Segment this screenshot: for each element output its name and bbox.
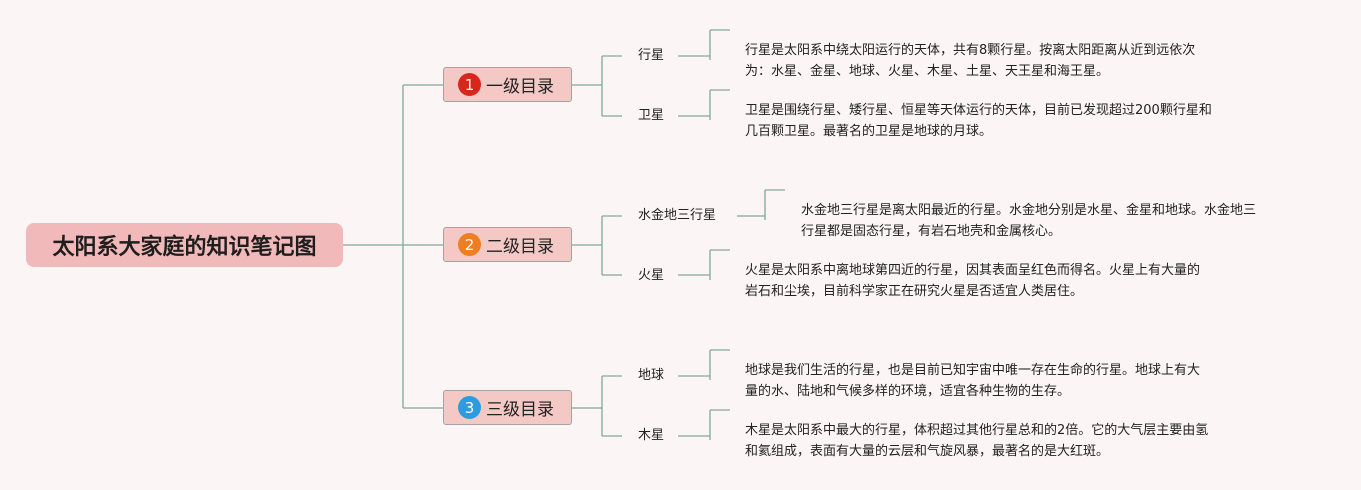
number-2-badge-icon: 2 xyxy=(458,233,481,256)
connector-topic-muxing xyxy=(678,409,730,440)
root-title: 太阳系大家庭的知识笔记图 xyxy=(52,235,317,260)
connector-topic-huoxing xyxy=(678,249,730,280)
root-node[interactable]: 太阳系大家庭的知识笔记图 xyxy=(26,223,343,267)
connector-level-2-topics xyxy=(572,215,622,276)
note-muxing[interactable]: 木星是太阳系中最大的行星，体积超过其他行星总和的2倍。它的大气层主要由氢 和氦组… xyxy=(745,420,1208,462)
topic-xingxing[interactable]: 行星 xyxy=(638,48,665,63)
note-line: 行星是太阳系中绕太阳运行的天体，共有8颗行星。按离太阳距离从近到远依次 xyxy=(745,43,1196,58)
topic-huoxing[interactable]: 火星 xyxy=(638,268,665,283)
note-weixing[interactable]: 卫星是围绕行星、矮行星、恒星等天体运行的天体，目前已发现超过200颗行星和 几百… xyxy=(745,100,1212,142)
connector-topic-weixing xyxy=(678,89,730,120)
note-line: 几百颗卫星。最著名的卫星是地球的月球。 xyxy=(745,124,993,139)
connector-topic-shuijindi xyxy=(737,189,785,220)
level-node-3[interactable]: 3 三级目录 xyxy=(443,390,572,425)
connector-level-1-topics xyxy=(572,55,622,117)
level-label: 三级目录 xyxy=(486,400,554,420)
note-diqiu[interactable]: 地球是我们生活的行星，也是目前已知宇宙中唯一存在生命的行星。地球上有大 量的水、… xyxy=(745,360,1200,402)
connector-topic-xingxing xyxy=(678,29,730,60)
connector-topic-diqiu xyxy=(678,349,730,380)
topic-diqiu[interactable]: 地球 xyxy=(638,368,665,383)
topic-shuijindi[interactable]: 水金地三行星 xyxy=(638,208,717,223)
note-line: 为：水星、金星、地球、火星、木星、土星、天王星和海王星。 xyxy=(745,64,1110,79)
level-node-1[interactable]: 1 一级目录 xyxy=(443,67,572,102)
number-1-badge-icon: 1 xyxy=(458,73,481,96)
topic-muxing[interactable]: 木星 xyxy=(638,428,665,443)
note-huoxing[interactable]: 火星是太阳系中离地球第四近的行星，因其表面呈红色而得名。火星上有大量的 岩石和尘… xyxy=(745,260,1200,302)
note-line: 行星都是固态行星，有岩石地壳和金属核心。 xyxy=(801,224,1062,239)
note-line: 火星是太阳系中离地球第四近的行星，因其表面呈红色而得名。火星上有大量的 xyxy=(745,263,1201,278)
note-shuijindi[interactable]: 水金地三行星是离太阳最近的行星。水金地分别是水星、金星和地球。水金地三 行星都是… xyxy=(801,200,1256,242)
note-line: 岩石和尘埃，目前科学家正在研究火星是否适宜人类居住。 xyxy=(745,284,1084,299)
note-line: 量的水、陆地和气候多样的环境，适宜各种生物的生存。 xyxy=(745,384,1071,399)
topic-weixing[interactable]: 卫星 xyxy=(638,108,665,123)
level-node-2[interactable]: 2 二级目录 xyxy=(443,227,572,262)
note-line: 木星是太阳系中最大的行星，体积超过其他行星总和的2倍。它的大气层主要由氢 xyxy=(745,423,1209,438)
connector-level-3-topics xyxy=(572,375,622,437)
level-label: 二级目录 xyxy=(486,237,554,257)
note-xingxing[interactable]: 行星是太阳系中绕太阳运行的天体，共有8颗行星。按离太阳距离从近到远依次 为：水星… xyxy=(745,40,1195,82)
number-3-badge-icon: 3 xyxy=(458,396,481,419)
level-label: 一级目录 xyxy=(486,77,554,97)
note-line: 卫星是围绕行星、矮行星、恒星等天体运行的天体，目前已发现超过200颗行星和 xyxy=(745,103,1212,118)
note-line: 和氦组成，表面有大量的云层和气旋风暴，最著名的是大红斑。 xyxy=(745,444,1110,459)
note-line: 水金地三行星是离太阳最近的行星。水金地分别是水星、金星和地球。水金地三 xyxy=(801,203,1257,218)
note-line: 地球是我们生活的行星，也是目前已知宇宙中唯一存在生命的行星。地球上有大 xyxy=(745,363,1201,378)
